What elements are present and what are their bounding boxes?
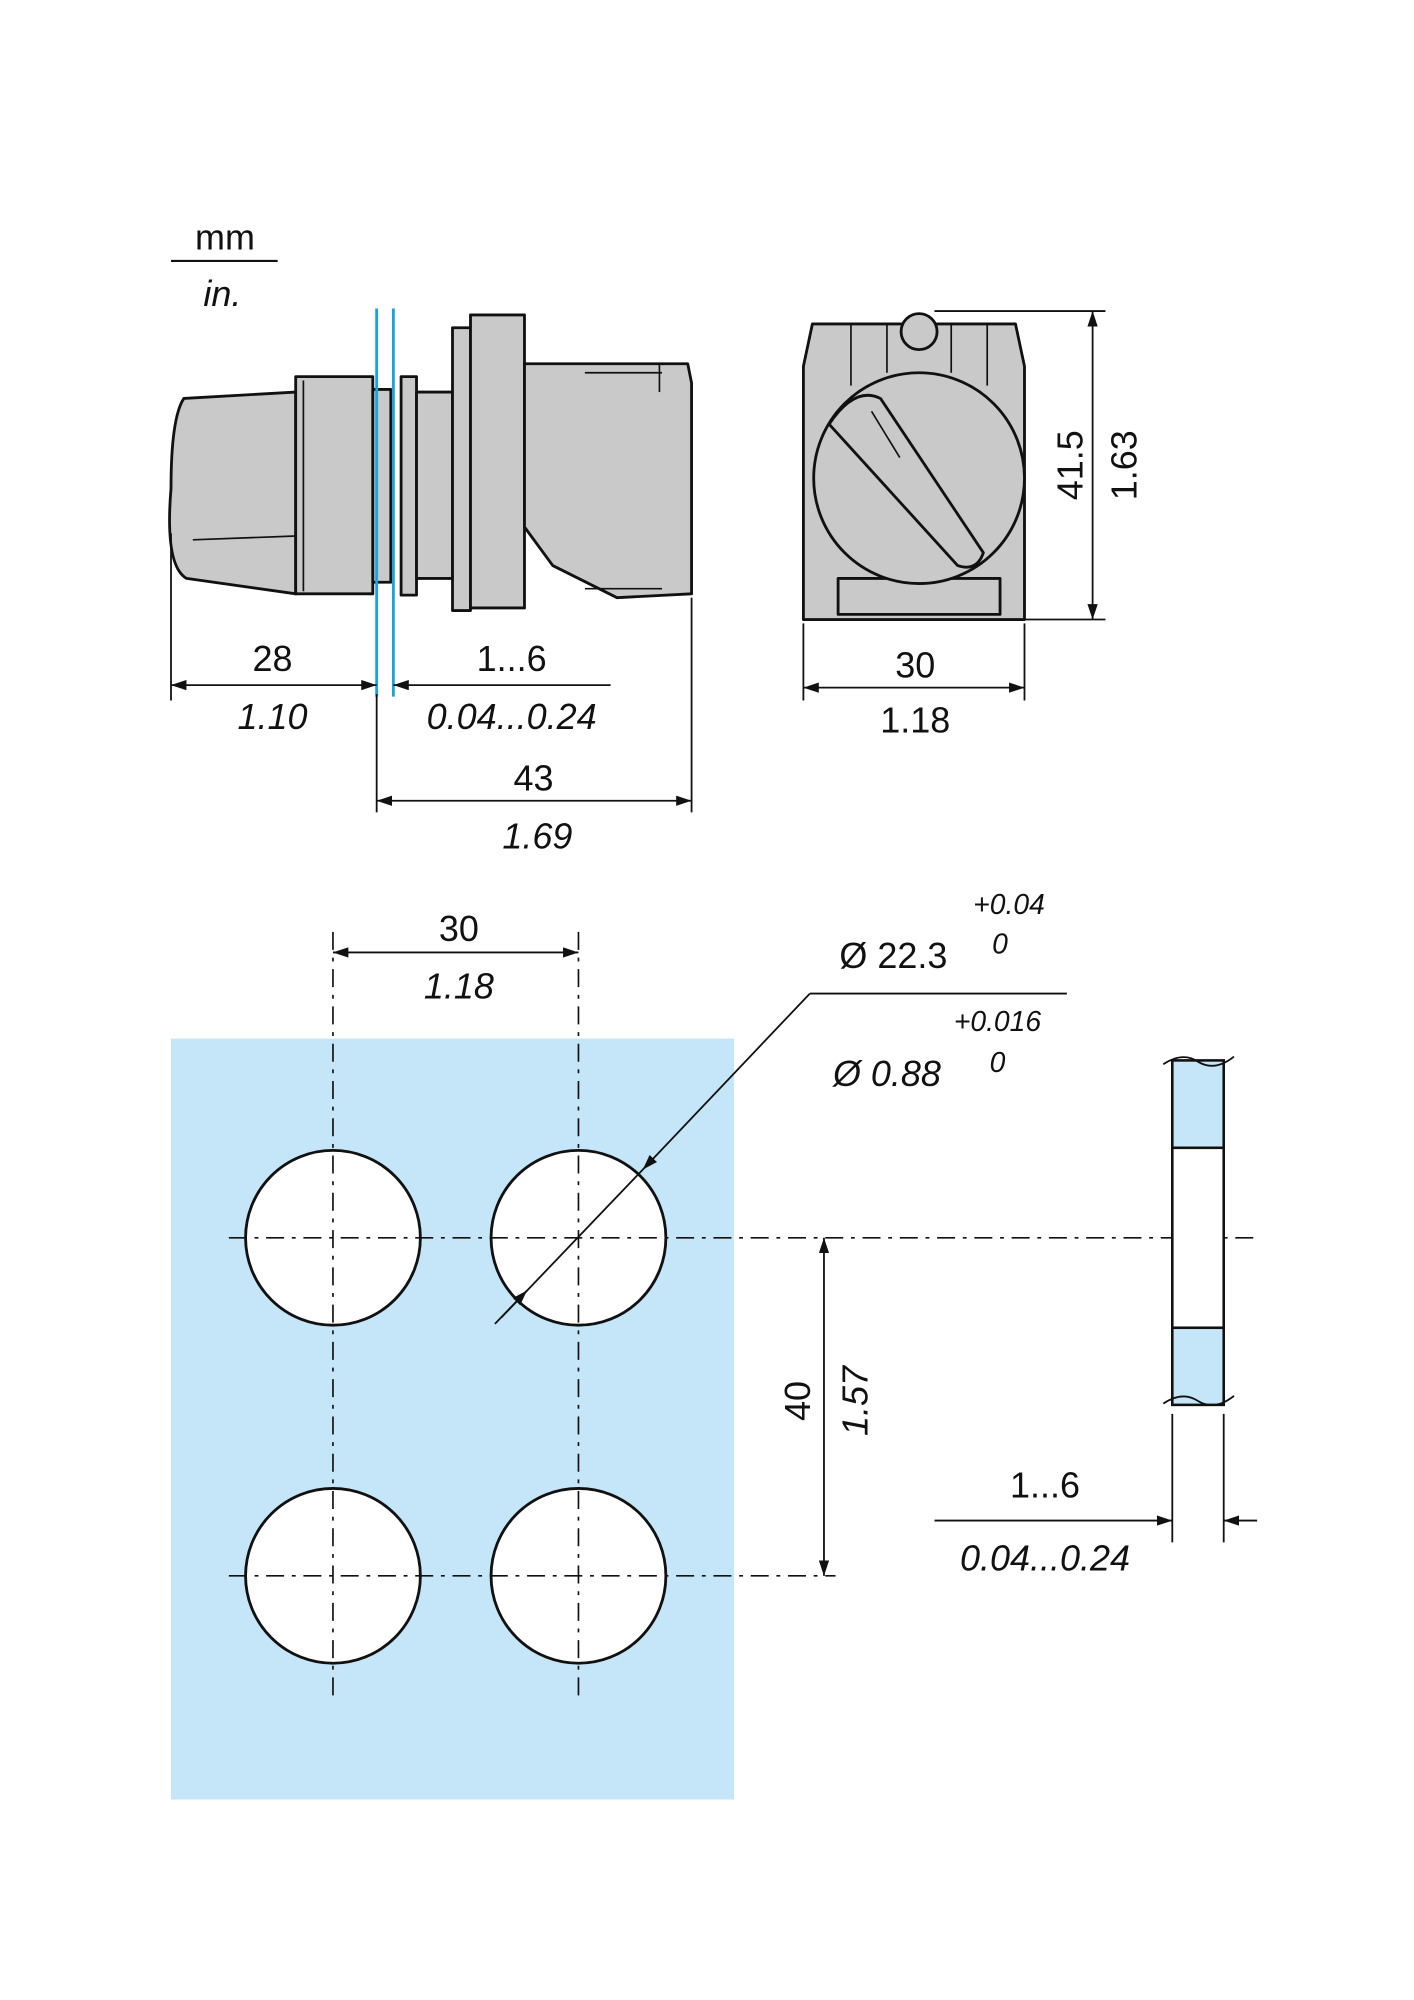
panel-cutout: 30 1.18 Ø 22.3 +0.04 0 Ø 0.88 +0.016 0 4…: [171, 888, 1258, 1800]
front-height-in: 1.63: [1103, 430, 1144, 500]
front-width-in: 1.18: [880, 700, 950, 741]
front-width-mm: 30: [895, 644, 935, 685]
selector-knob: [168, 390, 298, 596]
hole-diameter-mm: Ø 22.3: [839, 935, 947, 976]
panel-section-thickness-mm: 1...6: [1010, 1464, 1080, 1505]
hole-spacing-h-mm: 30: [439, 908, 479, 949]
body-depth-in: 1.69: [502, 815, 572, 856]
contact-block: [523, 362, 693, 600]
hole-spacing-h-in: 1.18: [424, 966, 494, 1007]
hole-diameter-mm-tol-upper: +0.04: [973, 888, 1045, 920]
front-view: 41.5 1.63 30 1.18: [801, 310, 1144, 741]
unit-in: in.: [203, 273, 241, 314]
hole-diameter-in: Ø 0.88: [832, 1053, 941, 1094]
panel-thickness-mm: 1...6: [477, 638, 547, 679]
side-view: 28 1.10 1...6 0.04...0.24 43 1.69: [168, 308, 693, 856]
bezel: [294, 375, 375, 596]
panel: [171, 1038, 734, 1800]
knob-length-in: 1.10: [238, 696, 308, 737]
nut: [399, 375, 418, 597]
hole-spacing-v-mm: 40: [777, 1381, 818, 1421]
selector-lever: [827, 393, 985, 569]
fixing-collar: [469, 313, 526, 610]
hole-diameter-mm-tol-lower: 0: [992, 928, 1008, 960]
body-depth-mm: 43: [513, 757, 553, 798]
panel-section-thickness-in: 0.04...0.24: [960, 1538, 1130, 1579]
front-height-mm: 41.5: [1049, 430, 1090, 500]
hole-spacing-v-in: 1.57: [835, 1364, 876, 1436]
unit-mm: mm: [195, 216, 255, 257]
hole-diameter-in-tol-lower: 0: [990, 1046, 1006, 1078]
panel-thickness-in: 0.04...0.24: [427, 696, 597, 737]
knob-length-mm: 28: [253, 638, 293, 679]
units-legend: mm in.: [171, 216, 278, 314]
hole-diameter-in-tol-upper: +0.016: [954, 1005, 1042, 1037]
